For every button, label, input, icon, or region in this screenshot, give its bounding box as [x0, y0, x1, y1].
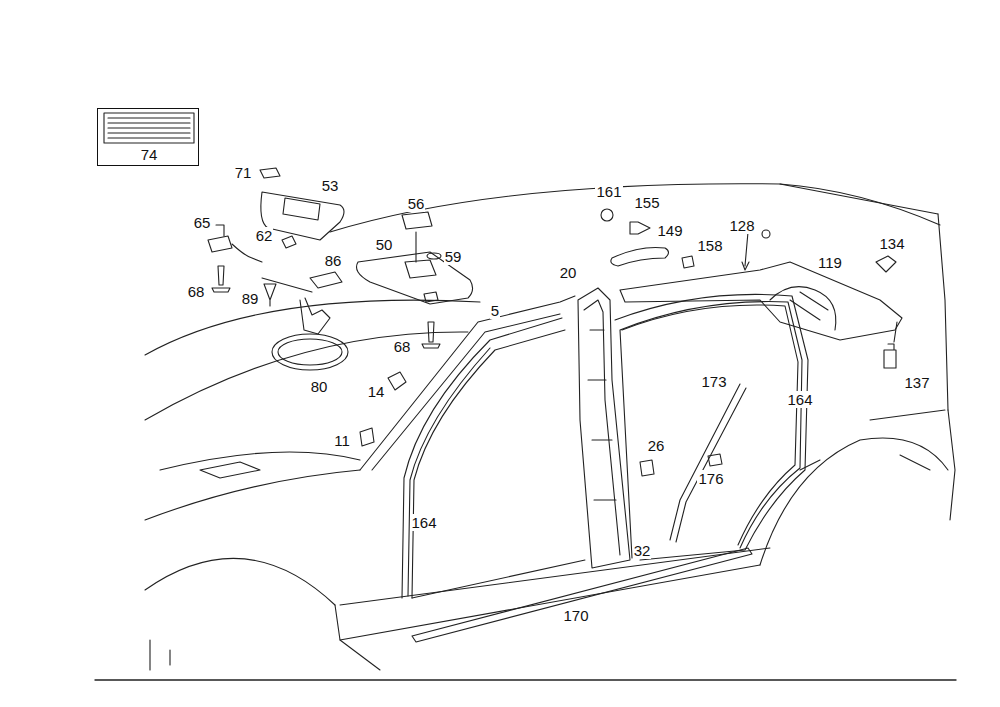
- callout-number: 5: [490, 302, 500, 319]
- callout-number: 176: [697, 470, 724, 487]
- callout-number: 74: [141, 146, 158, 163]
- callout-number: 164: [410, 514, 437, 531]
- callout-number: 71: [234, 164, 253, 181]
- callout-number: 119: [817, 254, 843, 271]
- callout-number: 26: [647, 437, 666, 454]
- callout-number: 149: [656, 222, 683, 239]
- callout-number: 134: [878, 235, 905, 252]
- callout-number: 137: [903, 374, 930, 391]
- callout-number: 59: [444, 248, 463, 265]
- callout-number: 89: [241, 290, 260, 307]
- callout-number: 170: [562, 607, 589, 624]
- callout-number: 20: [559, 264, 578, 281]
- callout-number: 62: [255, 227, 274, 244]
- callout-number: 128: [728, 217, 755, 234]
- callout-number: 65: [193, 214, 212, 231]
- callout-number: 68: [393, 338, 412, 355]
- callout-number: 173: [700, 373, 727, 390]
- callout-number: 32: [633, 542, 652, 559]
- callout-number: 164: [786, 391, 813, 408]
- callout-number: 80: [310, 378, 329, 395]
- callout-number: 155: [633, 194, 660, 211]
- callout-number: 161: [595, 183, 622, 200]
- callout-number: 50: [375, 236, 394, 253]
- callout-number: 158: [696, 237, 723, 254]
- callout-number: 11: [333, 432, 351, 449]
- callout-number: 56: [407, 195, 426, 212]
- callout-number: 68: [187, 283, 206, 300]
- callout-number: 86: [324, 252, 343, 269]
- catalog-box: 74: [97, 108, 199, 166]
- callout-number: 14: [367, 383, 386, 400]
- callout-number: 53: [321, 177, 340, 194]
